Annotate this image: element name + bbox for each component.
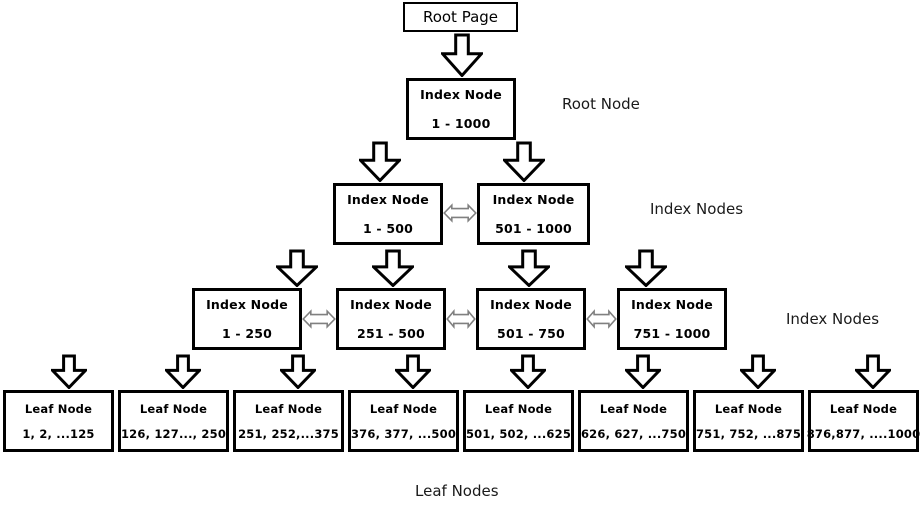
arrow-to-index-751-1000-icon [625, 249, 667, 287]
index-node-title: Index Node [631, 297, 713, 312]
leaf-node-range: 251, 252,...375 [238, 426, 339, 441]
arrow-to-leaf-1-icon [51, 354, 87, 389]
leaf-node-title: Leaf Node [829, 401, 898, 416]
index-node-range: 251 - 500 [357, 326, 425, 341]
index-node-title: Index Node [347, 192, 429, 207]
index-node-box: Index Node 751 - 1000 [617, 288, 727, 350]
caption-leaf-nodes: Leaf Nodes [415, 482, 499, 500]
leaf-node-box: Leaf Node 1, 2, ...125 [3, 390, 114, 452]
arrow-root-page-to-root-node-icon [441, 33, 483, 77]
arrow-to-leaf-3-icon [280, 354, 316, 389]
leaf-node-title: Leaf Node [24, 401, 93, 416]
sibling-link-level1-a-icon [443, 200, 477, 226]
leaf-node-title: Leaf Node [254, 401, 323, 416]
index-node-box: Index Node 501 - 750 [476, 288, 586, 350]
root-page-label: Root Page [422, 8, 499, 26]
index-node-range: 501 - 750 [497, 326, 565, 341]
arrow-to-leaf-8-icon [855, 354, 891, 389]
caption-index-nodes: Index Nodes [786, 310, 880, 328]
index-node-title: Index Node [350, 297, 432, 312]
index-node-range: 501 - 1000 [495, 221, 572, 236]
leaf-node-box: Leaf Node 501, 502, ...625 [463, 390, 574, 452]
leaf-node-range: 626, 627, ...750 [580, 426, 687, 441]
index-node-range: 1 - 250 [221, 326, 273, 341]
index-node-range: 1 - 500 [362, 221, 414, 236]
arrow-to-index-251-500-icon [372, 249, 414, 287]
leaf-node-title: Leaf Node [484, 401, 553, 416]
leaf-node-box: Leaf Node 626, 627, ...750 [578, 390, 689, 452]
leaf-node-box: Leaf Node 126, 127..., 250 [118, 390, 229, 452]
caption-index-nodes: Index Nodes [650, 200, 744, 218]
index-node-title: Index Node [490, 297, 572, 312]
leaf-node-box: Leaf Node 751, 752, ...875 [693, 390, 804, 452]
sibling-link-level2-a-icon [302, 306, 336, 332]
arrow-to-leaf-7-icon [740, 354, 776, 389]
index-node-box: Index Node 1 - 500 [333, 183, 443, 245]
sibling-link-level2-c-icon [586, 306, 617, 332]
index-node-box: Index Node 1 - 1000 [406, 78, 516, 140]
leaf-node-box: Leaf Node 376, 377, ...500 [348, 390, 459, 452]
caption-root-node: Root Node [562, 95, 640, 113]
index-node-title: Index Node [492, 192, 575, 207]
arrow-to-leaf-2-icon [165, 354, 201, 389]
index-node-title: Index Node [420, 87, 502, 102]
arrow-to-leaf-4-icon [395, 354, 431, 389]
leaf-node-title: Leaf Node [139, 401, 208, 416]
arrow-to-index-501-750-icon [508, 249, 550, 287]
index-node-range: 751 - 1000 [633, 326, 711, 341]
leaf-node-box: Leaf Node 876,877, ....1000 [806, 390, 921, 452]
arrow-root-to-index-501-1000-icon [503, 141, 545, 182]
leaf-node-range: 376, 377, ...500 [350, 426, 457, 441]
leaf-node-box: Leaf Node 251, 252,...375 [233, 390, 344, 452]
leaf-node-range: 501, 502, ...625 [465, 426, 572, 441]
index-node-box: Index Node 251 - 500 [336, 288, 446, 350]
arrow-to-leaf-5-icon [510, 354, 546, 389]
index-node-range: 1 - 1000 [431, 116, 491, 131]
leaf-node-title: Leaf Node [369, 401, 438, 416]
root-page-box: Root Page [403, 2, 518, 32]
leaf-node-range: 1, 2, ...125 [22, 426, 95, 441]
leaf-node-range: 126, 127..., 250 [120, 426, 227, 441]
index-node-box: Index Node 501 - 1000 [477, 183, 590, 245]
arrow-to-index-1-250-icon [276, 249, 318, 287]
arrow-root-to-index-1-500-icon [359, 141, 401, 182]
leaf-node-range: 876,877, ....1000 [806, 426, 921, 441]
arrow-to-leaf-6-icon [625, 354, 661, 389]
index-node-title: Index Node [206, 297, 288, 312]
leaf-node-title: Leaf Node [599, 401, 668, 416]
leaf-node-range: 751, 752, ...875 [695, 426, 802, 441]
leaf-node-title: Leaf Node [714, 401, 783, 416]
sibling-link-level2-b-icon [446, 306, 476, 332]
index-node-box: Index Node 1 - 250 [192, 288, 302, 350]
